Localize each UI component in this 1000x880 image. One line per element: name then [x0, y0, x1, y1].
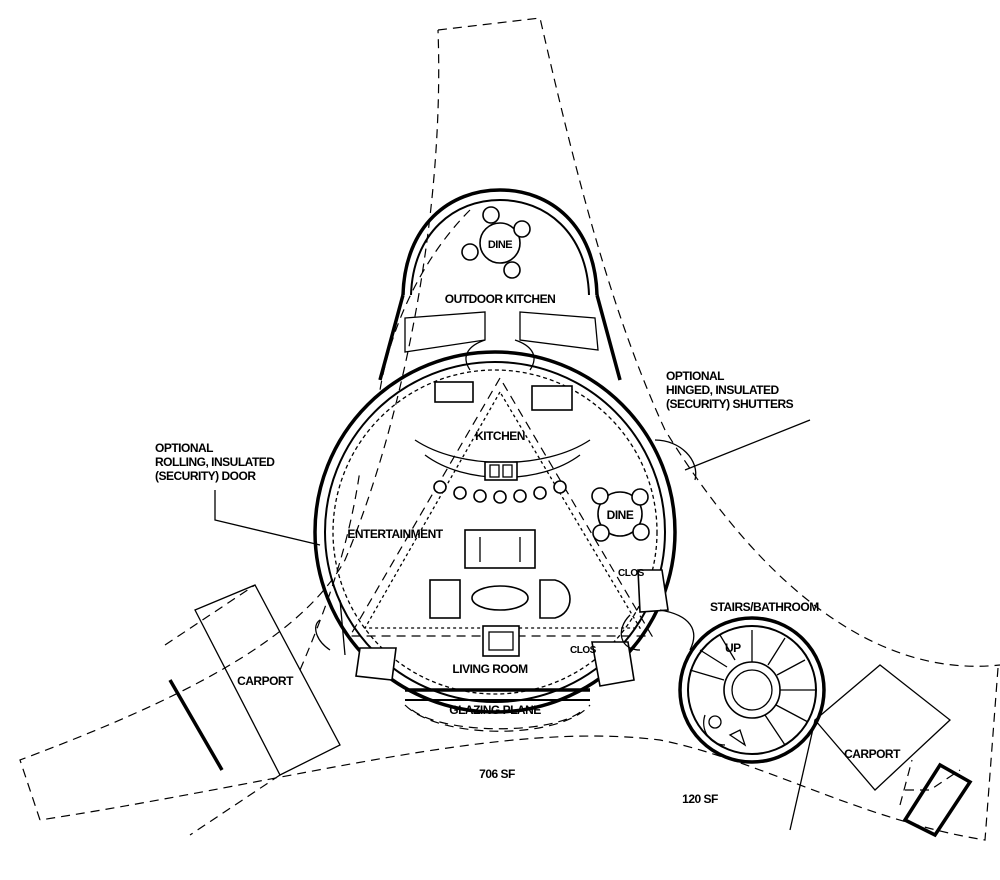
label-up: UP [725, 641, 741, 655]
label-stairs-bathroom: STAIRS/BATHROOM [710, 600, 819, 614]
label-optional-shutters-2: HINGED, INSULATED [666, 383, 779, 397]
living-furniture [429, 529, 571, 657]
label-area-main: 706 SF [479, 767, 515, 781]
dine-table-top [479, 222, 521, 264]
carport-left [164, 584, 341, 836]
main-dome [313, 350, 677, 714]
label-optional-door-3: (SECURITY) DOOR [155, 469, 256, 483]
carport-right [789, 664, 973, 838]
label-entertainment: ENTERTAINMENT [347, 527, 443, 541]
kitchen-counter [414, 381, 591, 504]
label-kitchen: KITCHEN [475, 429, 525, 443]
label-optional-door-1: OPTIONAL [155, 441, 213, 455]
label-optional-door-2: ROLLING, INSULATED [155, 455, 275, 469]
label-clos-bottom: CLOS [570, 645, 597, 656]
label-carport-left: CARPORT [237, 674, 294, 688]
inner-dine-table [591, 487, 650, 542]
label-glazing-plane: GLAZING PLANE [449, 703, 541, 717]
outdoor-dine-enclosure [378, 188, 622, 381]
label-optional-shutters-3: (SECURITY) SHUTTERS [666, 397, 794, 411]
label-optional-shutters-1: OPTIONAL [666, 369, 724, 383]
label-dine-inner: DINE [607, 508, 634, 522]
closets [355, 569, 669, 687]
label-clos-right: CLOS [618, 568, 645, 579]
label-dine-top: DINE [488, 239, 512, 251]
stairs-bathroom-pod [678, 616, 826, 764]
glazing-plane [404, 688, 591, 732]
side-doors [315, 439, 697, 656]
leader-lines [214, 419, 811, 546]
skylight-triangle [348, 376, 654, 637]
label-outdoor-kitchen: OUTDOOR KITCHEN [445, 292, 556, 306]
label-area-stairs: 120 SF [682, 792, 718, 806]
label-living-room: LIVING ROOM [452, 662, 528, 676]
label-carport-right: CARPORT [844, 747, 901, 761]
